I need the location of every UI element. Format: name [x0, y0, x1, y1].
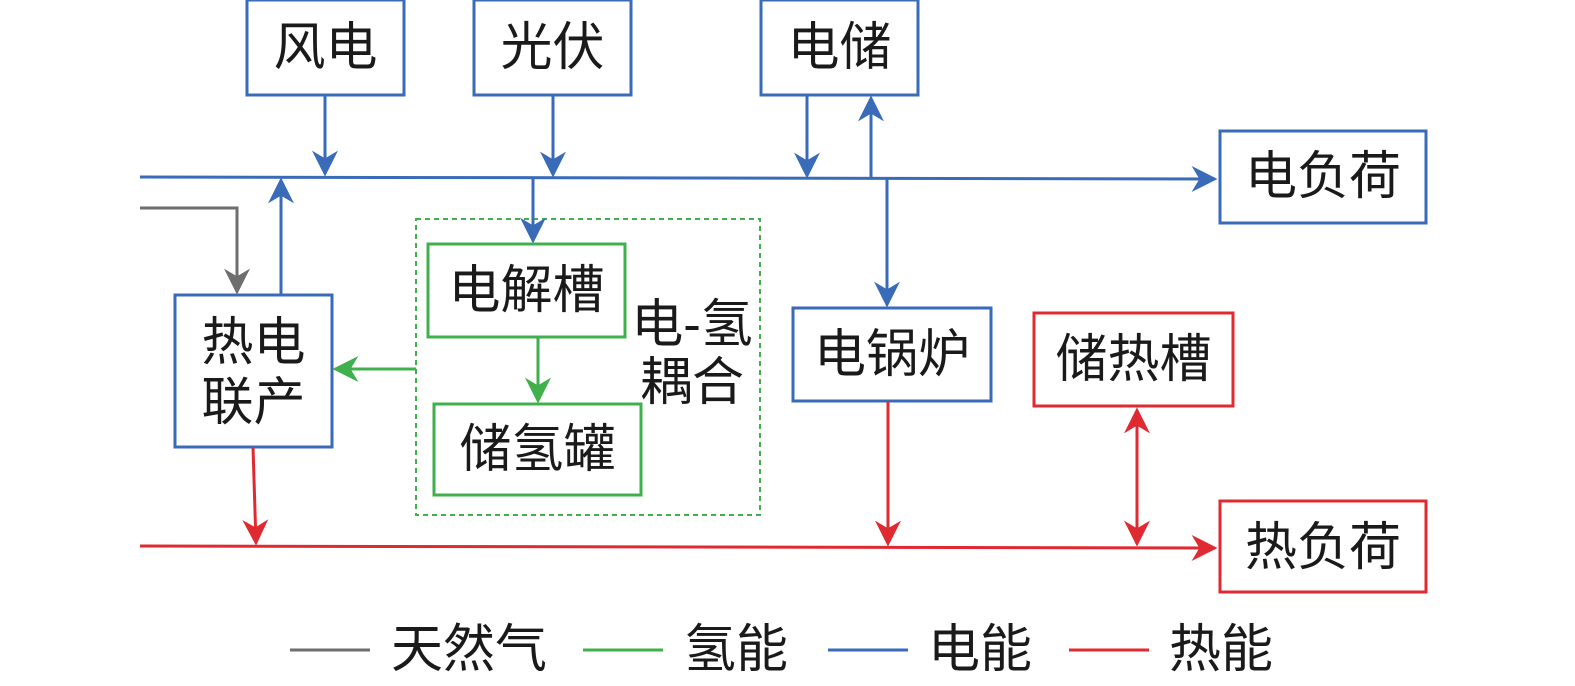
chp-label-line2: 联产: [201, 373, 305, 433]
wind-label: 风电: [273, 18, 377, 78]
legend-label-gas: 天然气: [391, 620, 547, 680]
wind-node: 风电: [245, 0, 406, 97]
electric-load-node: 电负荷: [1218, 129, 1428, 225]
legend-label-electric: 电能: [928, 620, 1032, 680]
electric-load-label: 电负荷: [1245, 147, 1401, 207]
chp-to-heat-bus-arrow: [242, 446, 269, 546]
chp-node: 热电 联产: [173, 293, 334, 449]
storage-label: 电储: [787, 18, 891, 78]
pv-node: 光伏: [472, 0, 633, 97]
hydrogen-tank-node: 储氢罐: [432, 402, 643, 497]
electric-bus-line: [139, 165, 1218, 192]
hydrogen-tank-label: 储氢罐: [459, 420, 615, 480]
heat-storage-label: 储热槽: [1055, 330, 1211, 390]
coupling-label-line2: 耦合: [640, 353, 744, 413]
legend-label-hydrogen: 氢能: [684, 620, 788, 680]
chp-label-line1: 热电: [201, 313, 305, 373]
electrolyzer-node: 电解槽: [426, 242, 627, 339]
power-hydrogen-coupling-group: [415, 218, 761, 516]
storage-node: 电储: [759, 0, 920, 97]
heat-bus-line: [139, 534, 1218, 561]
coupling-label-line1: 电-氢: [631, 295, 753, 355]
electric-boiler-label: 电锅炉: [814, 325, 970, 385]
pv-label: 光伏: [500, 18, 604, 78]
legend-label-heat: 热能: [1169, 620, 1273, 680]
gas-to-chp-arrow: [140, 206, 250, 295]
electric-boiler-node: 电锅炉: [791, 306, 993, 403]
legend: 天然气 氢能 电能 热能: [290, 620, 1273, 680]
heat-load-label: 热负荷: [1245, 518, 1401, 578]
heat-storage-node: 储热槽: [1032, 311, 1235, 408]
heat-load-node: 热负荷: [1218, 499, 1428, 594]
electrolyzer-label: 电解槽: [448, 261, 604, 321]
